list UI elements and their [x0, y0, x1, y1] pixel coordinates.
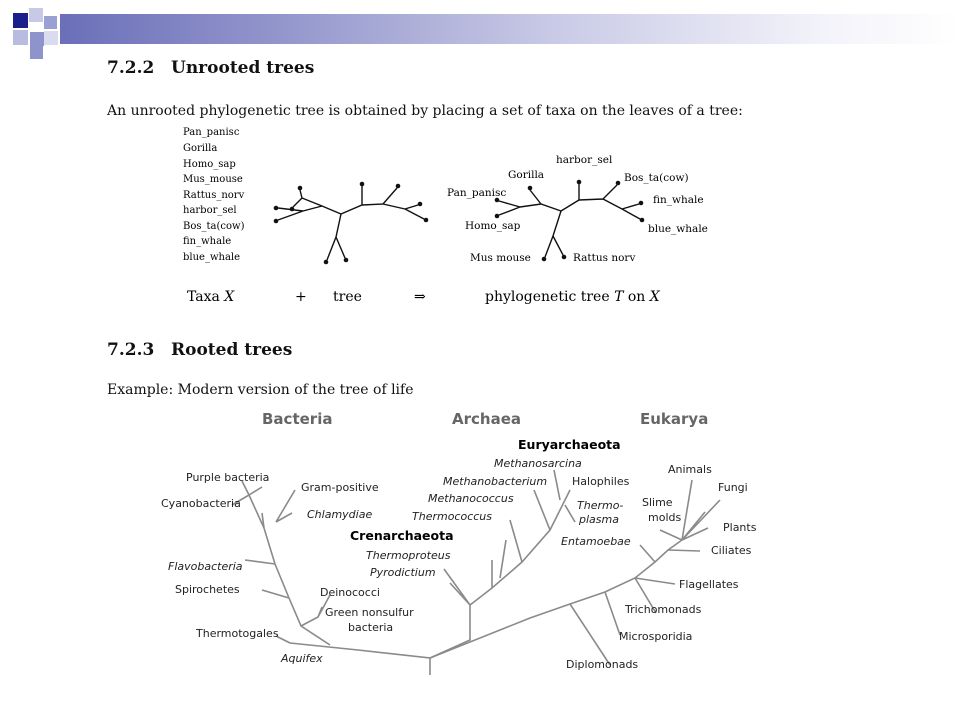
domain-label-archaea: Archaea [452, 410, 521, 428]
subgroup-label-crenarchaeota: Crenarchaeota [350, 528, 454, 543]
leaf-label: Mus mouse [470, 252, 531, 264]
taxa-list: Pan_panisc Gorilla Homo_sap Mus_mouse Ra… [183, 127, 245, 263]
caption-result-variable: T [614, 289, 625, 305]
taxa-list-item: Homo_sap [183, 159, 236, 170]
taxa-list-item: blue_whale [183, 252, 240, 263]
deco-square-mid [44, 16, 57, 29]
deco-square-dark [13, 13, 28, 28]
caption-result: phylogenetic tree T on X [485, 289, 661, 305]
caption-result-variable: X [649, 289, 661, 305]
leaf-label: harbor_sel [556, 154, 613, 166]
taxon-label: Chlamydiae [307, 508, 372, 521]
taxon-label: Gram-positive [301, 481, 379, 494]
taxon-label: Methanococcus [428, 492, 514, 505]
caption-plus: + [295, 289, 307, 305]
deco-square-mid [13, 30, 28, 45]
taxa-list-item: Rattus_norv [183, 190, 245, 201]
unlabeled-tree-leaf-dots [273, 181, 429, 265]
taxon-label: bacteria [348, 621, 393, 634]
tree-of-life-branches [231, 469, 721, 675]
labeled-tree [498, 184, 641, 258]
taxon-label: Fungi [718, 481, 748, 494]
taxon-label: Thermococcus [412, 510, 492, 523]
taxon-label: Flagellates [679, 578, 739, 591]
taxon-label: Deinococci [320, 586, 380, 599]
subgroup-label-euryarchaeota: Euryarchaeota [518, 437, 621, 452]
leaf-label: Rattus norv [573, 252, 635, 264]
deco-square-dark [30, 32, 44, 46]
taxa-list-item: fin_whale [183, 236, 231, 247]
domain-label-bacteria: Bacteria [262, 410, 332, 428]
taxon-label: Flavobacteria [168, 560, 243, 573]
caption-result-prefix: phylogenetic tree [485, 289, 614, 305]
taxon-label: Ciliates [711, 544, 752, 557]
taxon-label: plasma [578, 513, 619, 526]
taxon-label: Methanobacterium [443, 475, 547, 488]
section-number: 7.2.2 [107, 58, 155, 78]
taxon-label: Thermoproteus [366, 549, 451, 562]
taxon-label: Slime [642, 496, 673, 509]
section-heading-unrooted: 7.2.2 Unrooted trees [107, 58, 314, 78]
taxon-label: Diplomonads [566, 658, 638, 671]
section-title-text: Rooted trees [171, 340, 293, 360]
deco-square-light [29, 8, 43, 22]
leaf-label: fin_whale [653, 194, 704, 206]
header-gradient-bar [60, 14, 960, 44]
leaf-label: Homo_sap [465, 220, 521, 232]
unrooted-caption: Taxa X + tree ⇒ phylogenetic tree T on X [187, 289, 661, 305]
section-heading-rooted: 7.2.3 Rooted trees [107, 340, 292, 360]
taxon-label: Plants [723, 521, 757, 534]
taxa-list-item: Bos_ta(cow) [183, 221, 245, 232]
caption-taxa-prefix: Taxa [187, 289, 224, 305]
archaea-labels: Euryarchaeota Methanosarcina Methanobact… [350, 437, 630, 579]
rooted-intro-text: Example: Modern version of the tree of l… [107, 382, 414, 398]
section-title-text: Unrooted trees [171, 58, 315, 78]
taxon-label: Pyrodictium [370, 566, 436, 579]
domain-label-eukarya: Eukarya [640, 410, 708, 428]
taxon-label: Purple bacteria [186, 471, 269, 484]
taxon-label: Animals [668, 463, 712, 476]
taxa-list-item: Pan_panisc [183, 127, 240, 138]
taxon-label: Trichomonads [624, 603, 702, 616]
taxon-label: Halophiles [572, 475, 630, 488]
section-number: 7.2.3 [107, 340, 155, 360]
caption-tree: tree [333, 289, 362, 305]
caption-arrow: ⇒ [414, 289, 426, 305]
taxon-label: Thermo- [577, 499, 623, 512]
caption-result-mid: on [623, 289, 649, 305]
taxon-label: Spirochetes [175, 583, 240, 596]
labeled-tree-labels: harbor_sel Gorilla Bos_ta(cow) Pan_panis… [447, 154, 708, 264]
unrooted-intro-text: An unrooted phylogenetic tree is obtaine… [107, 103, 743, 119]
deco-square-light [44, 31, 58, 45]
deco-square-mid [30, 46, 43, 59]
taxa-list-item: harbor_sel [183, 205, 237, 216]
taxon-label: Methanosarcina [494, 457, 582, 470]
unlabeled-tree [277, 186, 425, 261]
taxon-label: molds [648, 511, 681, 524]
taxon-label: Entamoebae [561, 535, 631, 548]
taxon-label: Cyanobacteria [161, 497, 241, 510]
tree-of-life-figure: Bacteria Archaea Eukarya Purple bacteria… [161, 410, 757, 675]
labeled-tree-leaf-dots [494, 179, 645, 262]
taxon-label: Green nonsulfur [325, 606, 414, 619]
leaf-label: Pan_panisc [447, 187, 506, 199]
taxa-list-item: Gorilla [183, 143, 217, 154]
taxon-label: Microsporidia [619, 630, 692, 643]
taxon-label: Thermotogales [195, 627, 279, 640]
leaf-label: blue_whale [648, 223, 708, 235]
caption-taxa-variable: X [223, 289, 235, 305]
eukarya-labels: Animals Fungi Slime molds Plants Ciliate… [561, 463, 757, 671]
leaf-label: Gorilla [508, 169, 544, 181]
bacteria-labels: Purple bacteria Gram-positive Cyanobacte… [161, 471, 414, 665]
unrooted-tree-figure: Pan_panisc Gorilla Homo_sap Mus_mouse Ra… [183, 127, 708, 305]
taxon-label: Aquifex [280, 652, 323, 665]
caption-taxa: Taxa X [187, 289, 235, 305]
taxa-list-item: Mus_mouse [183, 174, 243, 185]
leaf-label: Bos_ta(cow) [624, 172, 689, 184]
